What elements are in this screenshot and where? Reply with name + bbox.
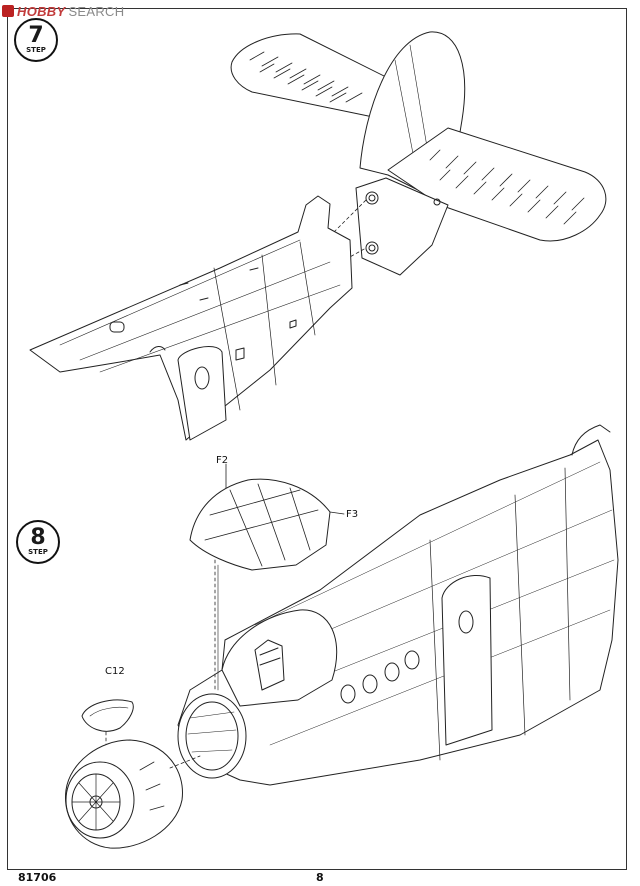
part-label-f2: F2 xyxy=(216,455,229,466)
window xyxy=(362,674,378,694)
engine-cylinders xyxy=(71,773,121,831)
page-border xyxy=(7,8,627,870)
pilot-seat xyxy=(254,639,285,691)
fuselage-door xyxy=(177,346,227,441)
canopy xyxy=(189,478,331,571)
watermark-prefix: HOBBY xyxy=(17,3,66,19)
window xyxy=(340,684,356,704)
step-7-illustration xyxy=(29,31,607,441)
step-7-badge: 7 STEP xyxy=(14,18,58,62)
step-8-illustration xyxy=(65,424,619,849)
cabin-door xyxy=(441,574,493,746)
part-label-c12: C12 xyxy=(105,666,125,677)
right-stabilizer-ribs xyxy=(429,149,585,225)
engine-cowling xyxy=(65,739,183,849)
window xyxy=(384,662,400,682)
step-8-label: STEP xyxy=(28,548,48,556)
watermark: HOBBY SEARCH xyxy=(2,2,124,20)
left-stabilizer-ribs xyxy=(249,51,363,103)
nose-ring xyxy=(177,693,247,779)
kit-number: 81706 xyxy=(18,871,57,884)
step-7-label: STEP xyxy=(26,46,46,54)
part-label-f3: F3 xyxy=(346,509,359,520)
window xyxy=(404,650,420,670)
hobbysearch-logo xyxy=(2,5,14,17)
rear-fuselage xyxy=(29,195,353,441)
tail-cone xyxy=(355,177,449,276)
step-8-number: 8 xyxy=(30,525,46,550)
left-stabilizer xyxy=(230,33,393,119)
watermark-suffix: SEARCH xyxy=(68,3,125,19)
nose-cap xyxy=(81,699,134,732)
step-8-badge: 8 STEP xyxy=(16,520,60,564)
step-7-number: 7 xyxy=(28,23,44,48)
page-number: 8 xyxy=(316,871,324,884)
